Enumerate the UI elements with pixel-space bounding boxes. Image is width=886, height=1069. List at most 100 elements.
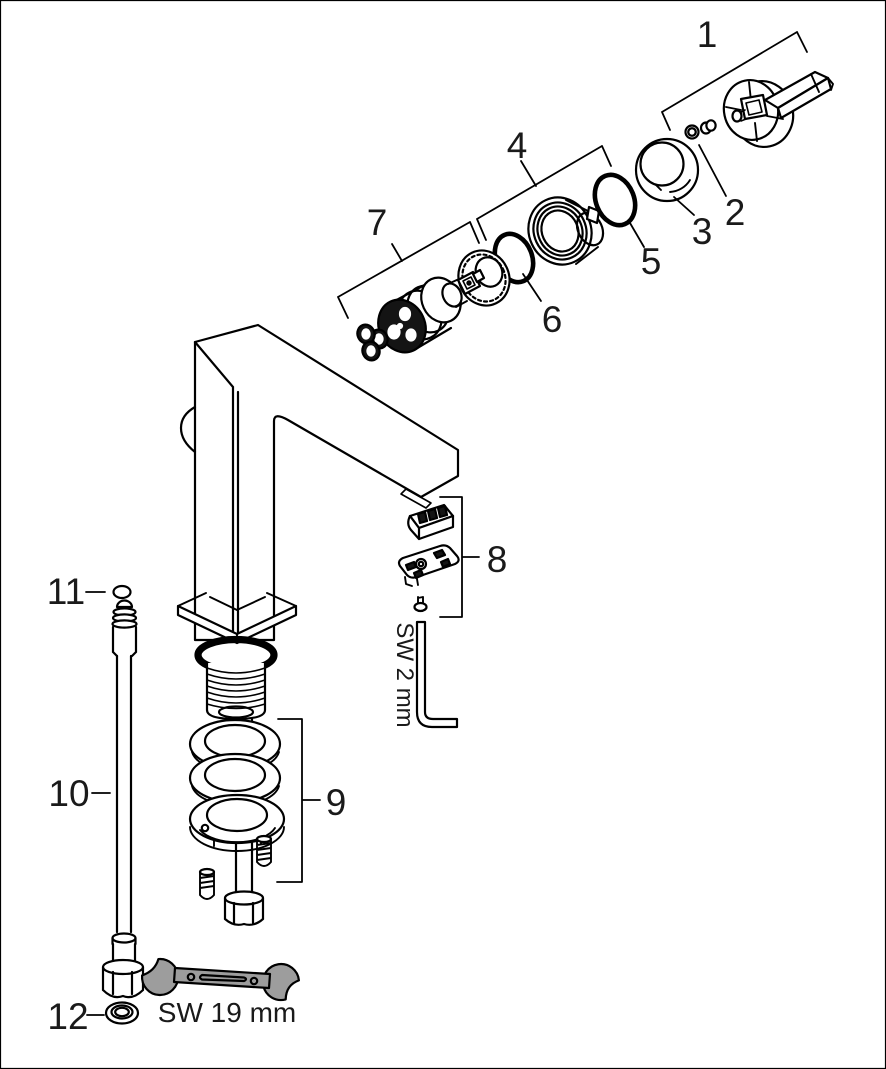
stud-screw-right xyxy=(255,834,273,867)
hose-lower-collar xyxy=(111,932,137,944)
part-label-3: 3 xyxy=(692,211,713,252)
cartridge-port-1 xyxy=(387,324,401,340)
straightener-boss-hole xyxy=(417,560,425,568)
part-label-11: 11 xyxy=(47,571,85,612)
shank-threads xyxy=(206,667,266,710)
part-12-washer xyxy=(104,1001,140,1025)
part-1-handle xyxy=(722,70,834,148)
wrench-tool: SW 19 mm xyxy=(140,957,300,1028)
part-10-hose xyxy=(101,599,145,999)
stud-right-body xyxy=(256,838,272,867)
shank-bore xyxy=(217,705,255,719)
wrench-left-jaw xyxy=(140,957,180,997)
part-4-cap xyxy=(527,196,605,266)
part-7-cartridge xyxy=(356,268,486,362)
cartridge-stem-broach xyxy=(462,276,476,290)
allen-key-tool: SW 2 mm xyxy=(391,620,459,729)
part-label-8: 8 xyxy=(487,539,508,580)
stud-right-top xyxy=(255,834,273,844)
cap-body xyxy=(565,199,599,265)
handle-lever-tip xyxy=(810,73,834,93)
part-label-10: 10 xyxy=(48,773,89,814)
part-label-4: 4 xyxy=(507,125,528,166)
seal-ring-3-bore xyxy=(366,345,376,357)
grub-screw-center xyxy=(689,129,695,135)
aerator-housing-mark xyxy=(400,488,432,509)
handle-hub-bump xyxy=(179,405,197,454)
aerator-insert-front xyxy=(407,514,455,541)
cartridge-seal-pack xyxy=(356,323,389,362)
escutcheon-base xyxy=(176,592,298,645)
cartridge-center xyxy=(396,322,404,330)
rod-nut-body xyxy=(223,896,265,926)
spout-outline xyxy=(193,323,460,642)
handle-hub xyxy=(739,93,769,121)
hose-nut-top xyxy=(101,958,145,976)
part-2-screw-set xyxy=(684,119,717,140)
aerator-insert-stripes xyxy=(416,504,449,525)
stud-screw-left xyxy=(198,867,216,900)
escutcheon-top-edges xyxy=(177,592,297,644)
cap-collar xyxy=(575,211,605,247)
threaded-shank xyxy=(205,661,267,721)
leader-part-4 xyxy=(476,145,612,241)
cartridge-port-2 xyxy=(398,306,412,322)
hose-top-dome xyxy=(115,599,134,609)
mounting-flange xyxy=(188,793,286,852)
rod-nut xyxy=(223,890,265,926)
part-8-aerator-set xyxy=(397,503,460,613)
part-label-2: 2 xyxy=(725,192,746,233)
wrench-hole-left xyxy=(186,972,196,982)
straightener-feet xyxy=(404,576,419,587)
cartridge-stem-dot xyxy=(466,280,472,286)
stud-left-body xyxy=(199,871,215,900)
flange-inner xyxy=(205,797,269,833)
part-label-7: 7 xyxy=(367,202,388,243)
allen-key-shape xyxy=(415,620,459,729)
allen-key-size-label: SW 2 mm xyxy=(391,622,418,727)
cartridge-stem-tip xyxy=(471,268,486,284)
washer-2-inner xyxy=(203,757,267,793)
leader-part-3 xyxy=(673,196,695,216)
leader-part-6 xyxy=(522,273,542,302)
seal-ring-1-bore xyxy=(374,333,384,345)
wrench-hole-right xyxy=(249,976,259,986)
straightener-boss xyxy=(414,557,428,571)
leader-part-1 xyxy=(661,31,808,131)
seal-ring-2-bore xyxy=(361,328,371,340)
hose-lower-body xyxy=(111,936,137,966)
part-label-6: 6 xyxy=(542,299,563,340)
hose-connector-body xyxy=(111,625,138,658)
handle-hub-broach xyxy=(745,99,763,116)
sleeve-inner xyxy=(639,141,685,187)
wrench-slot xyxy=(198,973,248,983)
small-oring xyxy=(112,584,132,600)
part-label-12: 12 xyxy=(47,996,88,1037)
flange-lip xyxy=(189,826,285,852)
wrench-size-label: SW 19 mm xyxy=(158,997,296,1028)
leader-part-9 xyxy=(276,718,321,883)
part-label-5: 5 xyxy=(641,241,662,282)
rod-nut-top xyxy=(223,890,265,906)
cartridge-port-3 xyxy=(405,328,417,342)
stud-left-top xyxy=(198,867,216,877)
aerator-insert xyxy=(407,503,455,541)
washer12-mid xyxy=(110,1004,134,1020)
leader-part-7 xyxy=(337,221,480,319)
hose-nut xyxy=(101,958,145,999)
hose-thread-3 xyxy=(111,619,138,629)
washer12-inner xyxy=(114,1006,130,1018)
part-label-9: 9 xyxy=(326,782,347,823)
aerator-screw xyxy=(413,596,428,613)
handle-pin xyxy=(731,109,743,123)
cap-tab xyxy=(585,205,601,225)
flange-outer xyxy=(188,793,286,845)
sleeve-depth xyxy=(655,179,691,193)
part-3-sleeve xyxy=(634,137,700,203)
handle-spokes xyxy=(725,81,784,142)
part-9-mounting-set xyxy=(188,718,286,900)
flow-straightener xyxy=(397,544,460,587)
leader-part-5 xyxy=(629,222,645,248)
